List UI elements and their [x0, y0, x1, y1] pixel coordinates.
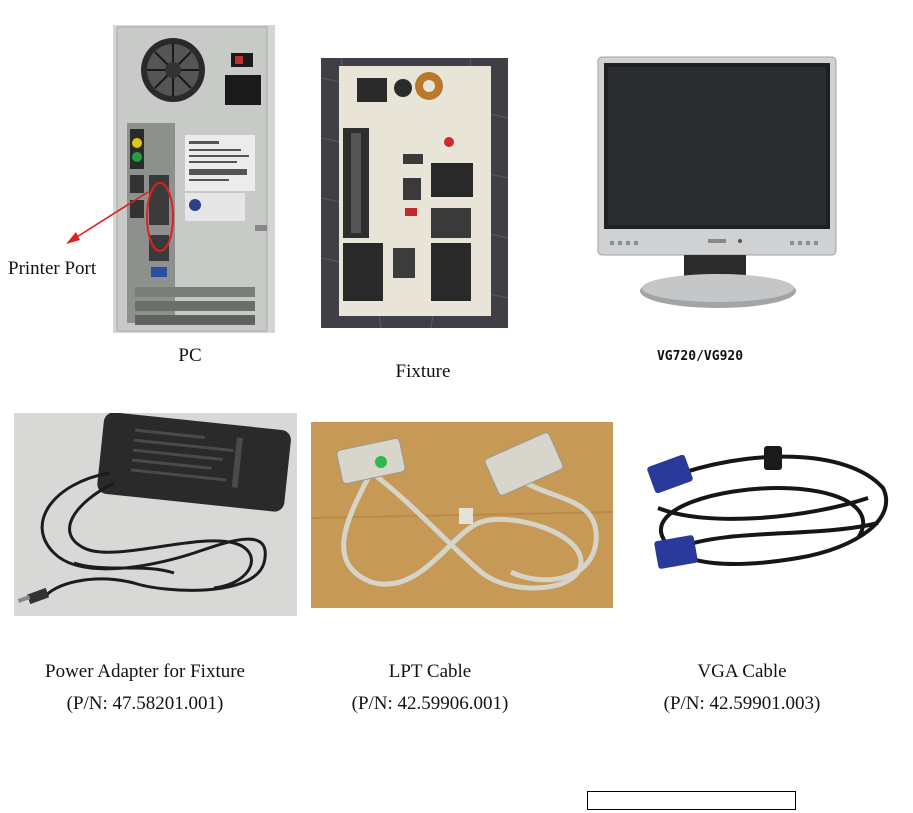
vga-cable-name: VGA Cable — [697, 661, 787, 682]
annotation-arrow — [66, 191, 149, 244]
lpt-cable-name: LPT Cable — [388, 661, 472, 682]
pc-caption: PC — [178, 345, 202, 366]
power-adapter-photo — [14, 413, 297, 616]
power-adapter-pn: (P/N: 47.58201.001) — [66, 693, 224, 714]
monitor-caption: VG720/VG920 — [656, 349, 744, 364]
empty-box — [587, 791, 796, 810]
vga-cable-caption: VGA Cable (P/N: 42.59901.003) — [664, 656, 821, 720]
fixture-photo — [321, 58, 508, 328]
lpt-cable-caption: LPT Cable (P/N: 42.59906.001) — [352, 656, 509, 720]
lpt-cable-photo — [311, 422, 613, 608]
power-adapter-name: Power Adapter for Fixture — [45, 661, 245, 682]
fixture-caption: Fixture — [395, 361, 451, 382]
printer-port-label: Printer Port — [8, 258, 97, 279]
vga-cable-pn: (P/N: 42.59901.003) — [663, 693, 821, 714]
vga-cable-photo — [628, 428, 898, 602]
monitor-photo — [590, 55, 840, 318]
lpt-cable-pn: (P/N: 42.59906.001) — [351, 693, 509, 714]
pc-photo — [113, 25, 275, 333]
power-adapter-caption: Power Adapter for Fixture (P/N: 47.58201… — [45, 656, 245, 720]
